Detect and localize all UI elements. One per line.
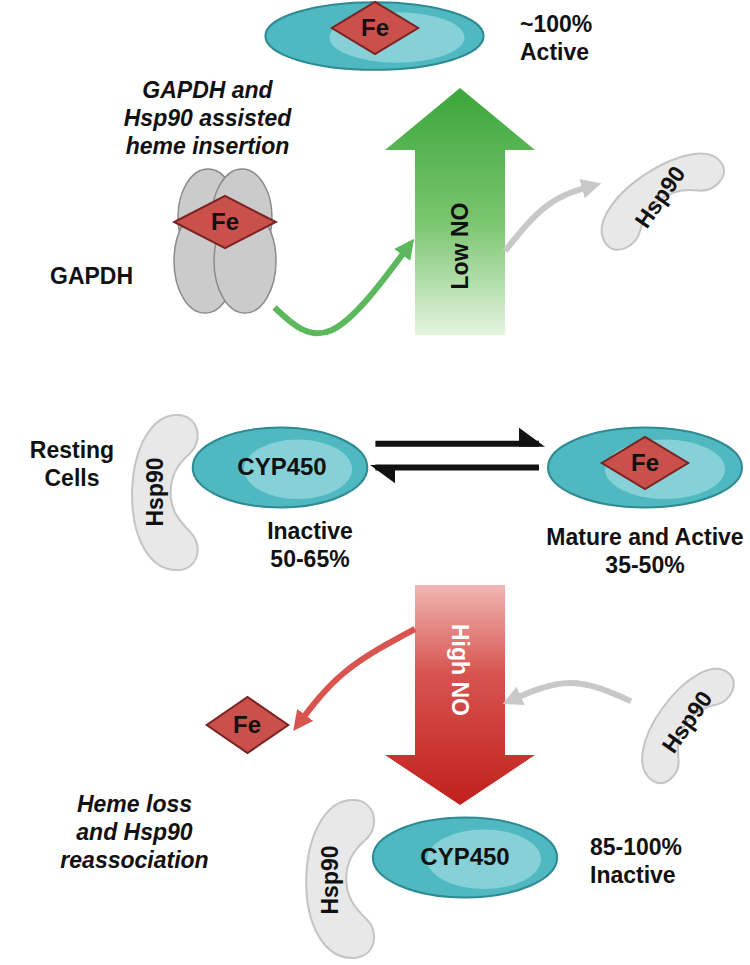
connector-arrow (375, 465, 539, 471)
hsp90-chaperone: Hsp90 (302, 795, 387, 963)
node-label: Mature and Active 35-50% (535, 523, 750, 579)
hsp90-chaperone: Hsp90 (625, 660, 745, 785)
node-label: CYP450 (420, 842, 509, 871)
connector-arrow (508, 683, 631, 702)
node-label: Fe (233, 710, 261, 739)
connector-arrow (275, 244, 411, 334)
annotation-label: GAPDH and Hsp90 assisted heme insertion (115, 76, 300, 160)
cyp450-ellipse: ~100% ActiveFe (262, 0, 487, 72)
node-label: High NO (446, 624, 474, 716)
cyp450-ellipse: CYP450Inactive 50-65% (190, 425, 370, 510)
node-label: ~100% Active (520, 10, 620, 66)
heme-diamond: Fe (330, 0, 420, 56)
node-label: Hsp90 (316, 845, 344, 914)
node-label: Low NO (446, 203, 474, 290)
annotation-label: Heme loss and Hsp90 reassociation (57, 790, 212, 874)
cyp450-ellipse: CYP45085-100% Inactive (370, 815, 560, 900)
bean-outline (302, 795, 387, 963)
high-no-arrow: High NO (385, 585, 535, 805)
node-label: Hsp90 (141, 457, 169, 526)
node-label: CYP450 (237, 452, 326, 481)
node-label: 85-100% Inactive (590, 833, 700, 889)
cyp450-ellipse: Mature and Active 35-50%Fe (545, 425, 745, 510)
node-label: Fe (361, 13, 389, 42)
connector-arrow (297, 629, 415, 726)
node-label: Fe (211, 207, 239, 236)
low-no-arrow: Low NO (385, 88, 535, 335)
annotation-label: Resting Cells (17, 436, 127, 492)
heme-diamond: Fe (600, 435, 690, 491)
heme-diamond: Fe (205, 695, 290, 755)
gapdh-tetramer: GAPDHFe (170, 165, 280, 315)
node-label: Inactive 50-65% (255, 517, 365, 573)
node-label: GAPDH (50, 262, 150, 290)
node-label: Fe (631, 448, 659, 477)
connector-arrow (375, 441, 539, 447)
hsp90-chaperone: Hsp90 (585, 145, 735, 250)
heme-diamond: Fe (172, 194, 278, 250)
connector-arrow (505, 185, 596, 251)
bean-outline (128, 410, 210, 575)
hsp90-chaperone: Hsp90 (128, 410, 210, 575)
